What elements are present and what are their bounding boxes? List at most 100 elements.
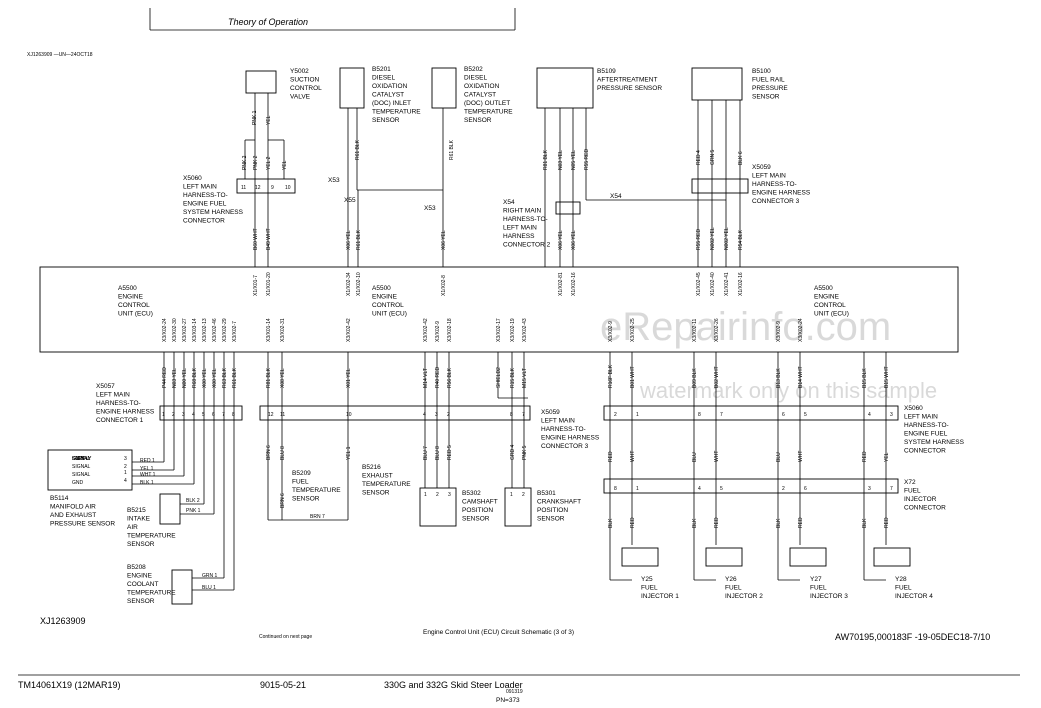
ecu-bar <box>39 266 959 353</box>
ecu-bot-pin: X3/X02-9 <box>435 321 441 342</box>
ecu-bot-pin: X3/X02-13 <box>202 318 208 342</box>
wire-x5060-top: YEL <box>282 160 288 170</box>
x5059-bot-label: CONNECTOR 3 <box>541 443 589 450</box>
x54-left-label: LEFT MAIN <box>503 225 537 232</box>
pin-x72: 2 <box>782 486 785 492</box>
ecu-bot-pin: X3/X02-25 <box>630 318 636 342</box>
x5060-top-connector <box>236 178 296 194</box>
y5002-label: VALVE <box>290 94 311 101</box>
x5059-top-label: X5059 <box>752 164 771 171</box>
wire-x5057: N03 YEL <box>172 368 178 388</box>
pin-x5059-bot: 3 <box>435 412 438 418</box>
x5059-top-label: ENGINE HARNESS <box>752 190 811 197</box>
wire-b5100: GRN 5 <box>710 150 716 166</box>
b5201-label: DIESEL <box>372 75 396 82</box>
ecu-label-left: CONTROL <box>118 302 150 309</box>
wire-x5057: R63 BLK <box>222 367 228 388</box>
b5201-label: TEMPERATURE <box>372 109 421 116</box>
ecu-top-pin: X1/X02-10 <box>356 272 362 296</box>
x5060-top-label: CONNECTOR <box>183 218 225 225</box>
ecu-top-pin: X1/X01-7 <box>253 275 259 296</box>
footer-manual: TM14061X19 (12MAR19) <box>18 680 121 690</box>
ecu-top-pin: X1/X02-41 <box>724 272 730 296</box>
y26-label: INJECTOR 2 <box>725 593 763 600</box>
wire-b5100: RED 4 <box>696 150 702 165</box>
wire-b5114: BLK 1 <box>140 480 154 486</box>
x5059-top-connector <box>691 178 749 194</box>
b5216-label: B5216 <box>362 464 381 471</box>
wire-b5215: PNK 1 <box>186 508 201 514</box>
wire-b5208: GRN 1 <box>202 573 218 579</box>
x5060-top-label: LEFT MAIN <box>183 184 217 191</box>
x5060-bot-connector <box>603 405 899 421</box>
b5109-label: B5109 <box>597 68 616 75</box>
x72-connector <box>603 478 899 494</box>
ecu-bot-pin: X3/X02-42 <box>346 318 352 342</box>
b5208-label: ENGINE <box>127 573 153 580</box>
b5215-label: INTAKE <box>127 516 151 523</box>
x5057-label: HARNESS-TO- <box>96 400 141 407</box>
wire-y5002: PNK 1 <box>252 110 258 125</box>
wire-b5109: N05 YEL <box>571 150 577 170</box>
pin-x5057: 1 <box>162 412 165 418</box>
wire-x5057: X00 YEL <box>212 368 218 388</box>
pin-x5057: 4 <box>192 412 195 418</box>
pin-x5060-bot: 1 <box>636 412 639 418</box>
wire-x5059-out: N002 YEL <box>710 227 716 250</box>
b5114-pin-label: SUPPLY <box>72 456 92 462</box>
x5060-top-label: SYSTEM HARNESS <box>183 209 244 216</box>
wire-b5302: BLU 8 <box>435 446 441 460</box>
b5114-pin-label: SIGNAL <box>72 456 91 462</box>
x5060-bot-label: SYSTEM HARNESS <box>904 439 965 446</box>
b5114-pin-label: SIGNAL <box>72 472 91 478</box>
pin-x5060-top: 9 <box>271 185 274 191</box>
wire-x72-in: YEL <box>884 452 890 462</box>
footer-continued: Continued on next page <box>259 634 312 640</box>
wire-mid-bot: R81 BLK <box>266 367 272 388</box>
ecu-bot-pin: X3/X02-43 <box>522 318 528 342</box>
ecu-label-left: ENGINE <box>118 294 144 301</box>
x54-left-label: CONNECTOR 2 <box>503 242 551 249</box>
ecu-bot-pin: X3/X02-26 <box>714 318 720 342</box>
ecu-bot-pin: X3/X02-30 <box>172 318 178 342</box>
wire-x54-out: X06 YEL <box>558 230 564 250</box>
x5057-label: LEFT MAIN <box>96 392 130 399</box>
b5202-body <box>431 67 457 109</box>
pin-b5301: 1 <box>510 492 513 498</box>
b5201-body <box>339 67 365 109</box>
wire-mid-down: R61 BLK <box>356 229 362 250</box>
x53-a-label: X53 <box>328 177 340 184</box>
wire-x72-out: BLK <box>608 518 614 528</box>
ecu-bot-pin: X3/X02-19 <box>510 318 516 342</box>
b5215-label: TEMPERATURE <box>127 533 176 540</box>
b5302-label: CAMSHAFT <box>462 499 498 506</box>
wire-x5059-bot: M14 VLT <box>423 368 429 388</box>
y25-label: Y25 <box>641 576 653 583</box>
wire-x72-in: WHT <box>630 451 636 462</box>
y25-label: FUEL <box>641 585 658 592</box>
b5100-label: PRESSURE <box>752 85 788 92</box>
pin-x5059-bot: 7 <box>522 412 525 418</box>
wire-b5209: BRN 6 <box>280 493 286 508</box>
wire-x5060-bot: B01 WHT <box>630 366 636 388</box>
wire-mid-down: X06 YEL <box>441 230 447 250</box>
b5114-label: PRESSURE SENSOR <box>50 521 115 528</box>
ecu-bot-pin: X3/X02-29 <box>222 318 228 342</box>
x5059-top-label: LEFT MAIN <box>752 173 786 180</box>
x5060-bot-label: LEFT MAIN <box>904 414 938 421</box>
ecu-bot-pin: X3/X02-7 <box>232 321 238 342</box>
x5060-top-label: HARNESS-TO- <box>183 192 228 199</box>
footer-caption: Engine Control Unit (ECU) Circuit Schema… <box>423 629 574 636</box>
wire-b5209: BRN 7 <box>310 514 325 520</box>
x54-left-label: X54 <box>503 199 515 206</box>
x5060-bot-label: HARNESS-TO- <box>904 422 949 429</box>
wire-x5057: P44 RED <box>162 367 168 388</box>
ecu-label-left: UNIT (ECU) <box>118 311 153 318</box>
wire-x54-out: X06 YEL <box>571 230 577 250</box>
pin-x5057: 8 <box>232 412 235 418</box>
y27-label: Y27 <box>810 576 822 583</box>
b5216-label: EXHAUST <box>362 473 393 480</box>
b5209-label: FUEL <box>292 479 309 486</box>
pin-b5114: 4 <box>124 478 127 484</box>
ecu-label-right: A5500 <box>814 285 833 292</box>
